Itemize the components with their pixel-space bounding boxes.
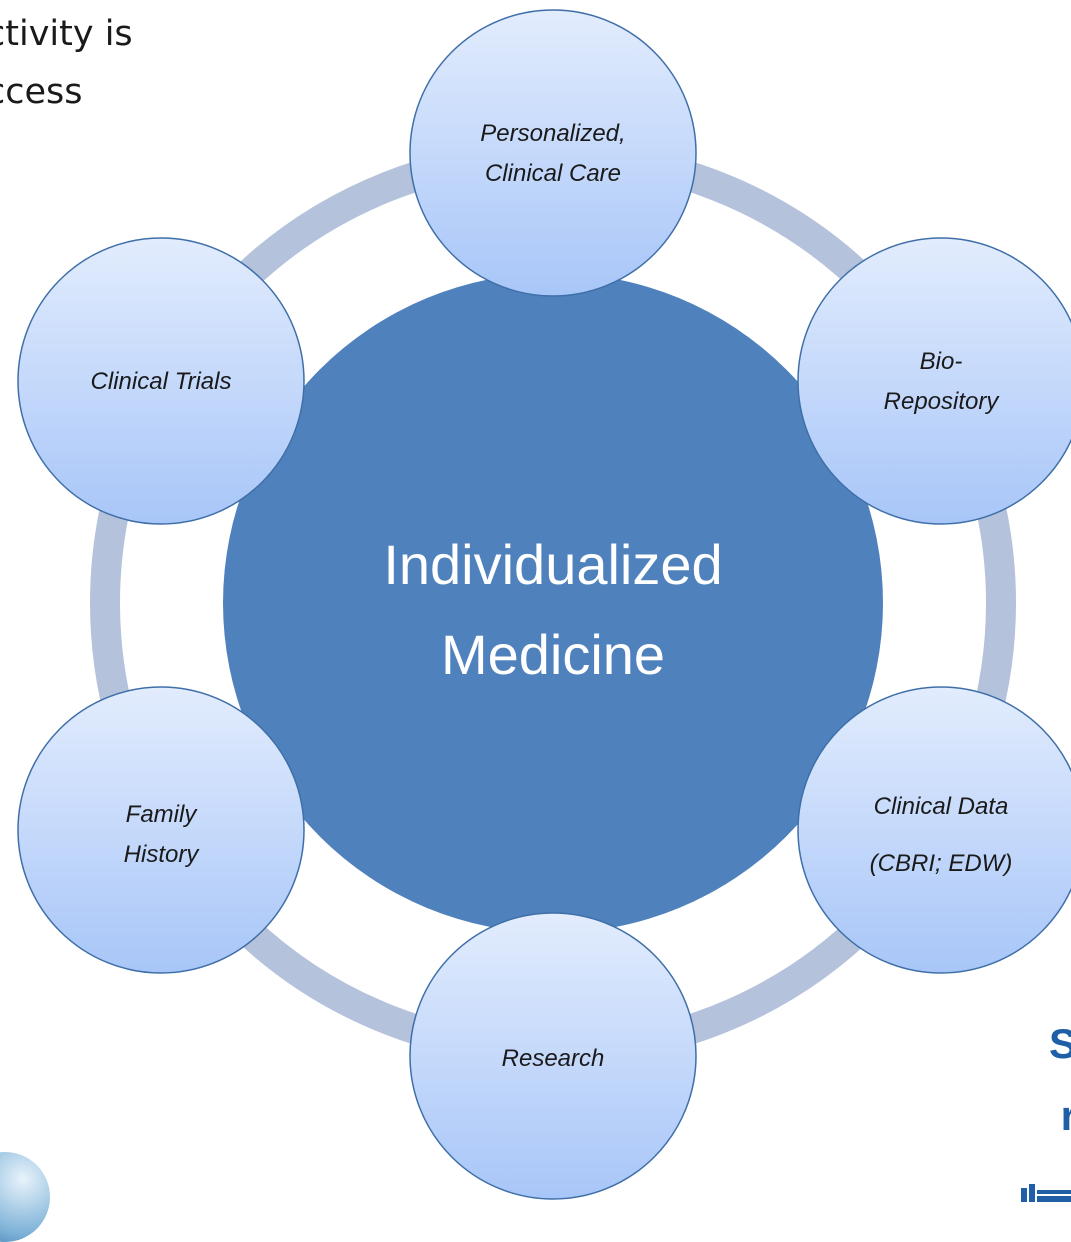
- node-research: Research: [409, 912, 697, 1200]
- center-circle: [223, 273, 883, 933]
- cropped-right-text-2: r: [1060, 1092, 1071, 1139]
- node-label-line: Clinical Care: [485, 160, 621, 187]
- node-personalized-clinical-care: Personalized, Clinical Care: [409, 9, 697, 297]
- center-label-line-2: Medicine: [441, 623, 665, 686]
- cropped-text-line-2: ccess: [0, 72, 83, 112]
- node-clinical-data: Clinical Data (CBRI; EDW): [797, 686, 1071, 974]
- node-label-line: Personalized,: [480, 120, 625, 147]
- node-label-line: Repository: [884, 388, 1001, 415]
- logo-fragment-icon: [1021, 1184, 1071, 1202]
- node-label-line: (CBRI; EDW): [870, 850, 1013, 877]
- node-label-line: Research: [502, 1045, 605, 1072]
- node-circle: [17, 686, 305, 974]
- cropped-text-line-1: ctivity is: [0, 14, 133, 54]
- center-label-line-1: Individualized: [383, 533, 722, 596]
- node-circle: [17, 237, 305, 525]
- cycle-diagram: Individualized Medicine Personalized, Cl…: [17, 9, 1071, 1200]
- node-clinical-trials: Clinical Trials: [17, 237, 305, 525]
- node-label-line: Clinical Trials: [91, 368, 232, 395]
- node-circle: [409, 912, 697, 1200]
- node-label-line: History: [124, 841, 201, 868]
- node-circle: [409, 9, 697, 297]
- cropped-right-text-1: S: [1048, 1020, 1071, 1067]
- node-circle: [797, 237, 1071, 525]
- node-label-line: Clinical Data: [874, 793, 1009, 820]
- node-label-line: Family: [126, 801, 199, 828]
- node-bio-repository: Bio- Repository: [797, 237, 1071, 525]
- node-circle: [797, 686, 1071, 974]
- node-label-line: Bio-: [920, 348, 963, 375]
- node-family-history: Family History: [17, 686, 305, 974]
